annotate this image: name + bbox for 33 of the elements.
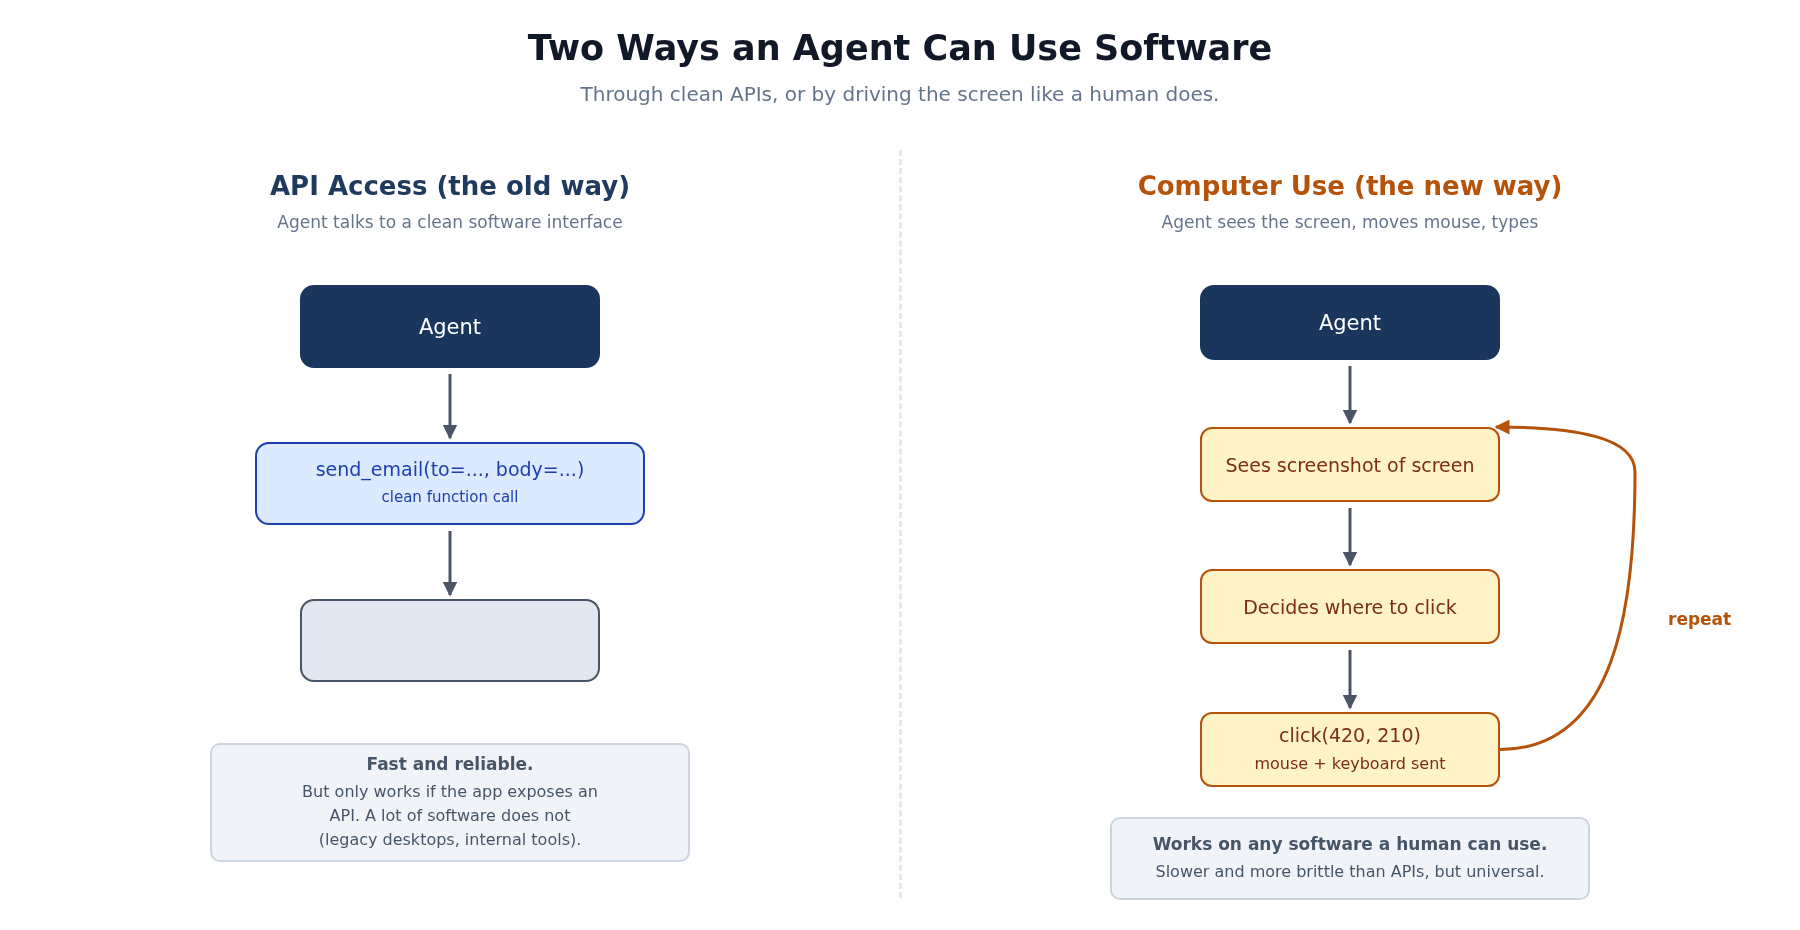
node-title: Agent [418,314,482,339]
note-card [210,743,690,862]
empty-box [300,599,600,682]
process-box [300,285,600,368]
arrow [1494,419,1637,751]
arrow [442,531,458,597]
node-title: Agent [1318,310,1382,335]
section-subheading: Agent talks to a clean software interface [276,212,624,232]
section-subheading: Agent sees the screen, moves mouse, types [1160,212,1540,232]
note-card [1110,817,1590,900]
process-box [255,442,645,525]
node-title: Fast and reliable. [366,753,534,774]
node-subtext: But only works if the app exposes an API. A lot of software does not (legacy desktops, internal tools). [301,780,599,851]
arrow [1342,366,1358,425]
section-heading: Computer Use (the new way) [1136,171,1564,201]
process-box [1200,285,1500,360]
process-box [1200,712,1500,787]
arrow [442,374,458,440]
node-title: Sees screenshot of screen [1225,453,1475,476]
subtitle: Through clean APIs, or by driving the screen like a human does. [579,82,1221,106]
arrow [1342,650,1358,710]
node-subtext: Slower and more brittle than APIs, but universal. [1155,860,1545,883]
node-subtext: clean function call [381,487,519,509]
node-title: Decides where to click [1243,595,1457,618]
node-title: Works on any software a human can use. [1152,833,1548,854]
diagram-title: Two Ways an Agent Can Use Software [526,28,1274,68]
process-box [1200,427,1500,502]
section-heading: API Access (the old way) [269,171,631,201]
arrow [1342,508,1358,567]
process-box [1200,569,1500,644]
node-title: send_email(to=..., body=...) [315,458,585,481]
node-subtext: mouse + keyboard sent [1254,752,1446,775]
node-title: click(420, 210) [1279,723,1421,746]
